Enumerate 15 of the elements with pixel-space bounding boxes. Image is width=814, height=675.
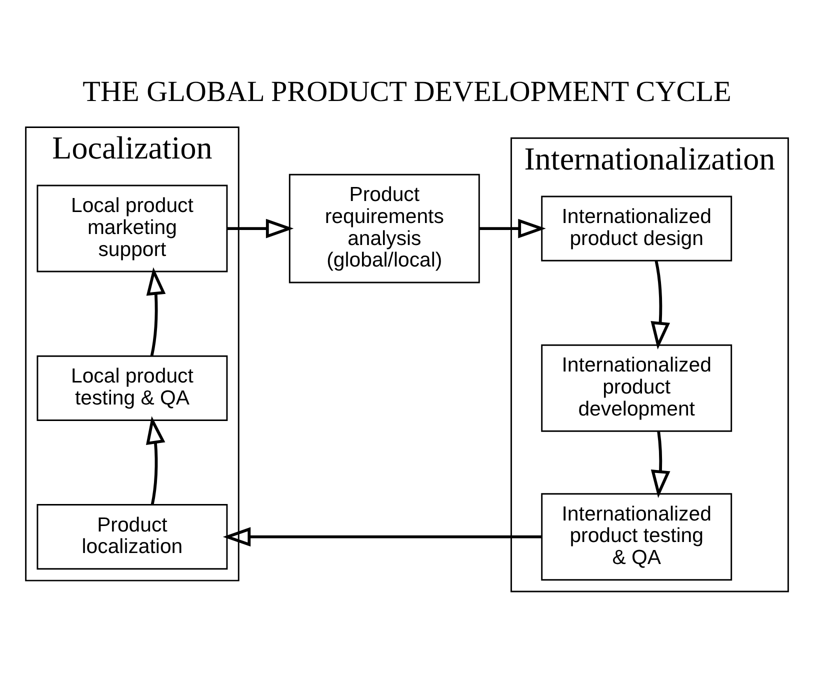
node-box: Internationalized product design	[541, 196, 732, 262]
node-box: Product localization	[36, 504, 228, 570]
node-box: Internationalized product development	[541, 344, 732, 432]
arrow	[479, 218, 546, 238]
diagram-title: THE GLOBAL PRODUCT DEVELOPMENT CYCLE	[82, 76, 732, 108]
arrow	[650, 431, 670, 498]
node-box: Local product testing & QA	[36, 355, 228, 421]
arrow	[222, 527, 542, 547]
arrow	[650, 260, 670, 350]
arrow	[227, 218, 294, 238]
arrow	[146, 267, 166, 356]
node-box: Product requirements analysis (global/local)	[288, 174, 480, 284]
node-box: Local product marketing support	[36, 184, 228, 272]
arrow	[146, 416, 166, 505]
node-box: Internationalized product testing & QA	[541, 493, 732, 581]
